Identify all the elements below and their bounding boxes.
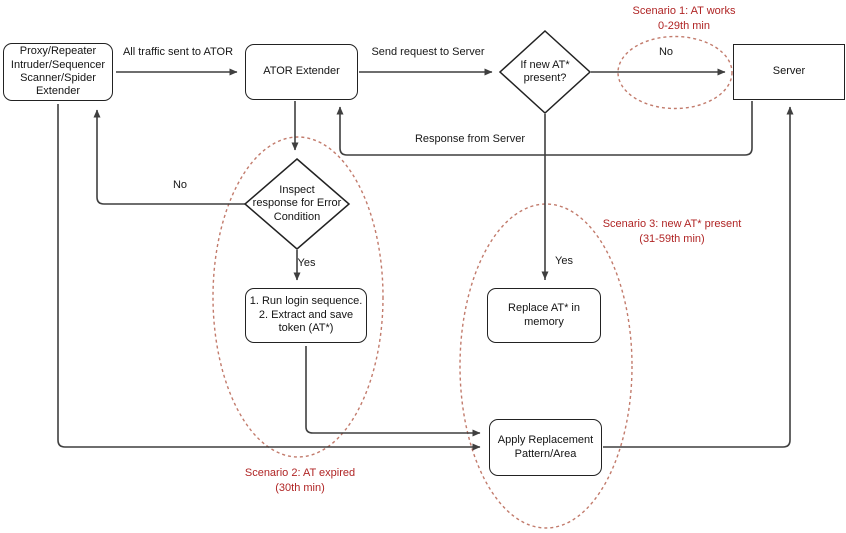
scenario-1-ellipse bbox=[617, 35, 733, 110]
decision-new-at-diamond-shape bbox=[498, 29, 592, 115]
edge-label-no-error: No bbox=[172, 179, 188, 191]
edge-label-yes-new-at: Yes bbox=[555, 255, 573, 267]
node-proxy-tools: Proxy/Repeater Intruder/Sequencer Scanne… bbox=[3, 43, 113, 101]
connector-server-response-to-ator bbox=[336, 101, 753, 156]
decision-new-at-label: If new AT* present? bbox=[520, 58, 570, 84]
node-server: Server bbox=[733, 44, 845, 100]
edge-label-all-traffic: All traffic sent to ATOR bbox=[122, 46, 234, 58]
scenario-1-label: Scenario 1: AT works 0-29th min bbox=[632, 5, 736, 32]
connector-apply-to-server bbox=[603, 106, 794, 448]
scenario-2-label: Scenario 2: AT expired (30th min) bbox=[244, 467, 356, 494]
edge-label-response-from-server: Response from Server bbox=[414, 133, 526, 145]
node-replace-at-memory: Replace AT* in memory bbox=[487, 288, 601, 343]
node-run-login-sequence: 1. Run login sequence. 2. Extract and sa… bbox=[245, 288, 367, 343]
edge-label-send-request: Send request to Server bbox=[371, 46, 485, 58]
node-apply-replacement: Apply Replacement Pattern/Area bbox=[489, 419, 602, 476]
connector-proxy-to-apply bbox=[57, 104, 481, 451]
decision-inspect-diamond-shape bbox=[243, 158, 351, 250]
decision-inspect-label: Inspect response for Error Condition bbox=[252, 183, 342, 223]
scenario-2-ellipse bbox=[212, 136, 384, 458]
node-ator-extender: ATOR Extender bbox=[245, 44, 358, 100]
connector-inspect-to-proxy-no bbox=[93, 109, 246, 205]
edge-label-no-new-at: No bbox=[658, 46, 674, 58]
connector-runlogin-to-apply bbox=[305, 346, 481, 437]
edge-label-yes-error: Yes bbox=[297, 257, 316, 269]
scenario-3-label: Scenario 3: new AT* present (31-59th min… bbox=[602, 218, 742, 245]
scenario-3-ellipse bbox=[459, 203, 633, 529]
